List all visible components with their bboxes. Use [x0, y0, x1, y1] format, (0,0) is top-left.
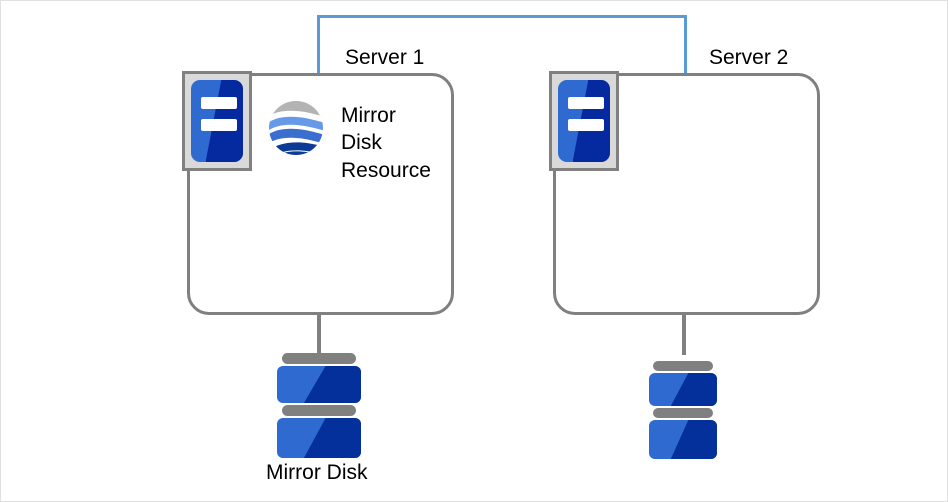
resource-label-line-3: Resource — [341, 158, 431, 182]
mirror-disk-resource-globe-icon — [268, 100, 324, 156]
server-2-label: Server 2 — [709, 46, 789, 69]
mirror-disk-1-icon — [277, 353, 361, 458]
server-1-label: Server 1 — [345, 46, 425, 69]
resource-label-line-1: Mirror — [341, 104, 396, 127]
computer-icon-bar-top — [568, 97, 604, 109]
disk-body-upper — [277, 366, 361, 403]
computer-icon-bar-top — [201, 97, 237, 109]
computer-icon-bar-bottom — [568, 119, 604, 131]
disk-body-lower-shading — [303, 418, 361, 458]
server-2-computer-icon — [549, 71, 619, 171]
mirror-disk-1-label: Mirror Disk — [266, 461, 368, 484]
computer-icon-bar-bottom — [201, 119, 237, 131]
mirror-disk-2-icon — [649, 361, 717, 459]
disk-plate-middle — [653, 408, 713, 418]
interconnect-top-segment — [317, 15, 687, 18]
disk-plate-middle — [282, 405, 356, 416]
server-1-computer-icon — [182, 71, 252, 171]
server-1-disk-connector — [317, 314, 321, 355]
disk-body-upper-shading — [303, 366, 361, 403]
disk-body-lower — [649, 420, 717, 459]
mirror-disk-resource-label: Mirror Disk Resource — [341, 102, 431, 184]
interconnect-left-segment — [317, 15, 320, 74]
disk-plate-top — [653, 361, 713, 371]
disk-body-lower — [277, 418, 361, 458]
server-2-disk-connector — [682, 314, 686, 355]
disk-body-upper — [649, 373, 717, 406]
disk-body-lower-shading — [670, 420, 717, 459]
interconnect-right-segment — [684, 15, 687, 74]
resource-label-line-2: Disk — [341, 131, 382, 155]
disk-body-upper-shading — [670, 373, 717, 406]
disk-plate-top — [282, 353, 356, 364]
